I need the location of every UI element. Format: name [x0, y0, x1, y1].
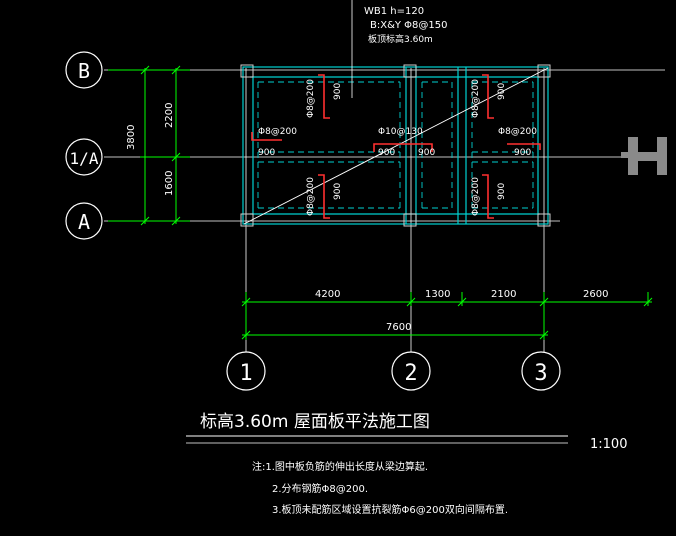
svg-text:Φ8@200: Φ8@200 [306, 177, 316, 216]
slab-label: WB1 h=120 B:X&Y Φ8@150 板顶标高3.60m [364, 6, 448, 45]
svg-text:900: 900 [333, 83, 343, 100]
section-mark-icon [621, 137, 667, 175]
axis-bubble-1: 1 [226, 351, 266, 391]
rebar-labels: Φ8@200 900 Φ8@200 900 Φ8@200 900 Φ10@130… [258, 79, 537, 216]
svg-text:Φ8@200: Φ8@200 [498, 127, 537, 137]
svg-text:1/A: 1/A [70, 149, 99, 168]
beam-dashed-inner [257, 81, 534, 209]
dim-left-upper: 2200 [164, 103, 175, 128]
svg-text:4200: 4200 [315, 289, 340, 300]
svg-text:A: A [78, 210, 90, 234]
axis-bubble-a: A [65, 202, 103, 240]
beam-outlines [242, 66, 549, 225]
svg-text:2100: 2100 [491, 289, 516, 300]
svg-text:900: 900 [378, 148, 395, 158]
svg-text:WB1 h=120: WB1 h=120 [364, 6, 424, 17]
svg-text:7600: 7600 [386, 322, 411, 333]
bottom-dimensions [241, 292, 653, 340]
axis-bubble-1a: 1/A [65, 138, 103, 176]
axis-bubble-2: 2 [391, 351, 431, 391]
axis-bubble-b: B [65, 51, 103, 89]
svg-text:Φ8@200: Φ8@200 [306, 79, 316, 118]
slab-diagonal [243, 67, 549, 225]
notes: 注:1.图中板负筋的伸出长度从梁边算起. 2.分布钢筋Φ8@200. 3.板顶未… [252, 460, 508, 516]
drawing-title: 标高3.60m 屋面板平法施工图 [200, 412, 430, 432]
svg-text:Φ8@200: Φ8@200 [471, 177, 481, 216]
svg-text:900: 900 [497, 83, 507, 100]
svg-text:B: B [78, 59, 90, 83]
svg-text:900: 900 [333, 183, 343, 200]
rebar-marks [251, 74, 541, 219]
svg-text:900: 900 [497, 183, 507, 200]
axis-lines [104, 68, 665, 352]
svg-text:2: 2 [404, 361, 417, 386]
svg-text:Φ8@200: Φ8@200 [471, 79, 481, 118]
svg-text:900: 900 [418, 148, 435, 158]
dim-left-overall: 3800 [126, 125, 137, 150]
bottom-dim-labels: 4200 1300 2100 2600 7600 [315, 289, 608, 333]
svg-text:3: 3 [534, 361, 547, 386]
svg-text:1: 1 [239, 361, 252, 386]
left-dimensions [108, 65, 190, 226]
columns [240, 64, 551, 227]
svg-text:Φ10@130: Φ10@130 [378, 127, 423, 137]
dim-left-lower: 1600 [164, 171, 175, 196]
svg-text:2600: 2600 [583, 289, 608, 300]
svg-text:900: 900 [258, 148, 275, 158]
svg-text:3.板顶未配筋区域设置抗裂筋Φ6@200双向间隔布置.: 3.板顶未配筋区域设置抗裂筋Φ6@200双向间隔布置. [272, 503, 508, 516]
svg-text:2.分布钢筋Φ8@200.: 2.分布钢筋Φ8@200. [272, 482, 368, 495]
svg-text:1300: 1300 [425, 289, 450, 300]
svg-text:Φ8@200: Φ8@200 [258, 127, 297, 137]
axis-bubble-3: 3 [521, 351, 561, 391]
drawing-scale: 1:100 [590, 437, 627, 452]
svg-text:注:1.图中板负筋的伸出长度从梁边算起.: 注:1.图中板负筋的伸出长度从梁边算起. [252, 460, 428, 473]
svg-text:板顶标高3.60m: 板顶标高3.60m [368, 33, 433, 45]
svg-text:900: 900 [514, 148, 531, 158]
svg-text:B:X&Y Φ8@150: B:X&Y Φ8@150 [370, 20, 448, 31]
